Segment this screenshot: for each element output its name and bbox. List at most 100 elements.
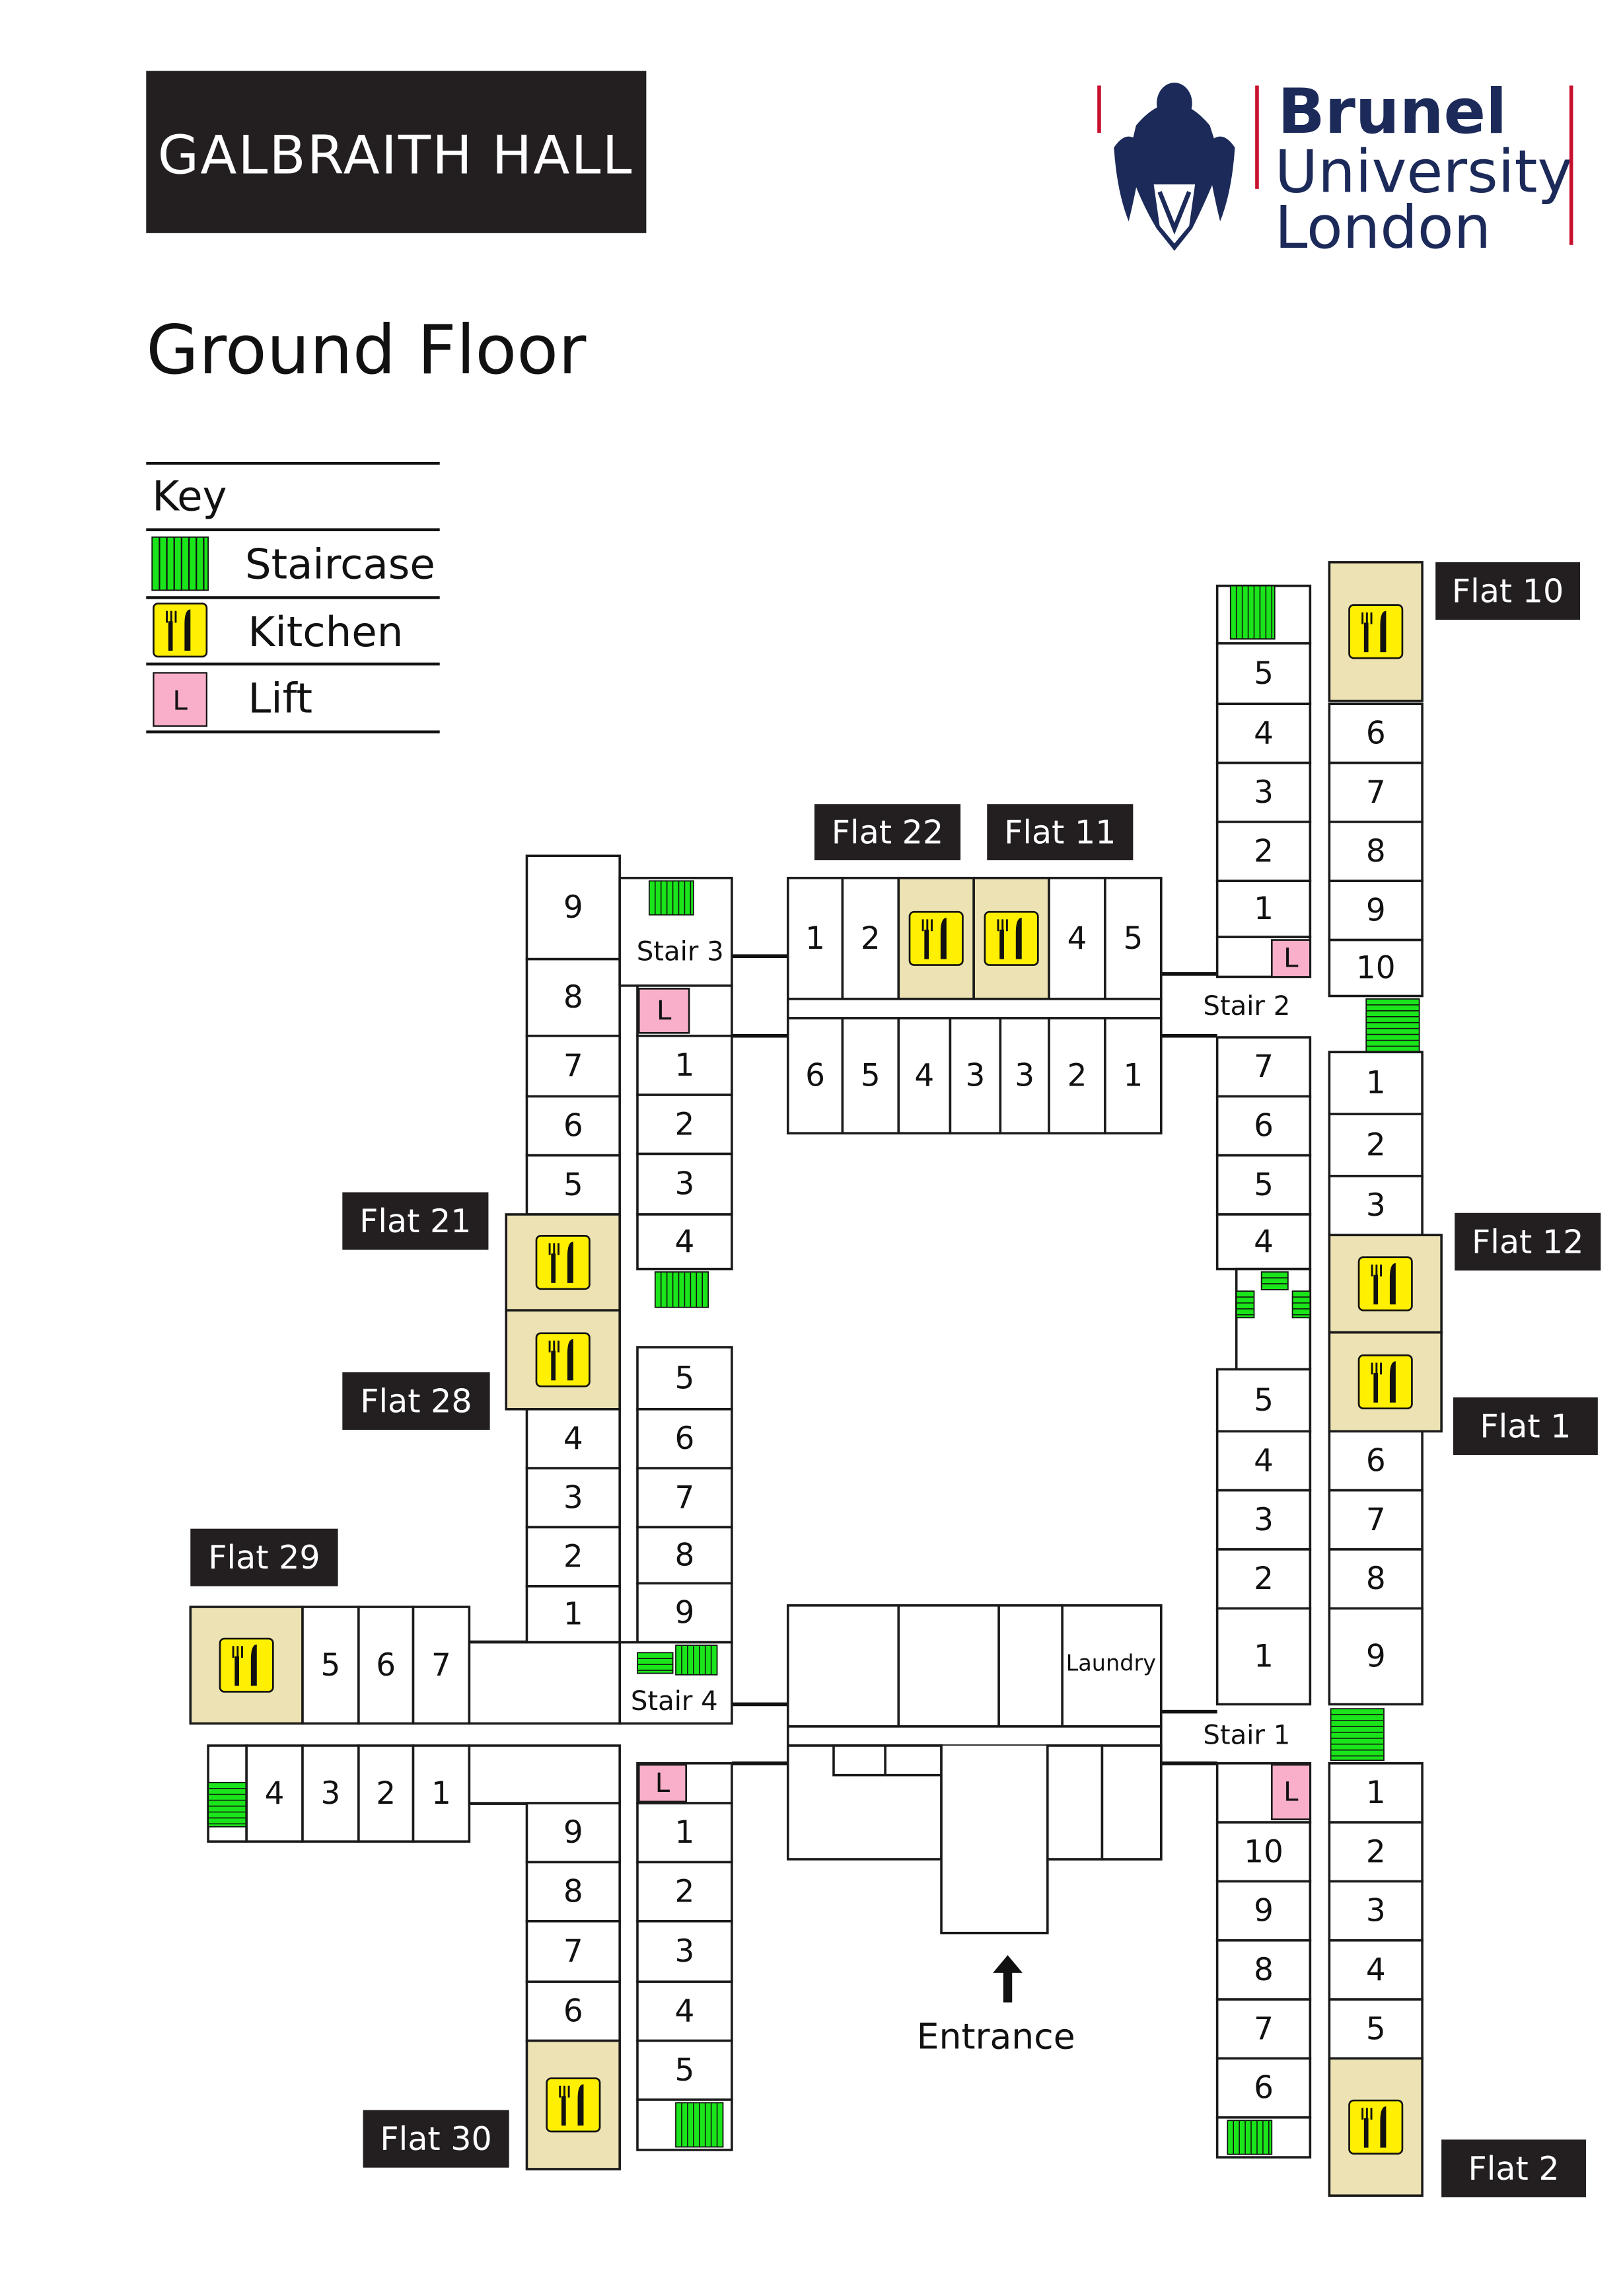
room — [997, 1604, 1064, 1728]
room-number: 1 — [1254, 891, 1274, 927]
room-number: 4 — [1366, 1952, 1386, 1988]
room: 8 — [636, 1526, 733, 1585]
room: 7 — [636, 1467, 733, 1529]
room: 1 — [1328, 1051, 1424, 1115]
room: 5 — [1328, 1998, 1424, 2060]
room-number: 6 — [675, 1421, 695, 1457]
room: 3 — [1328, 1880, 1424, 1942]
lift: L — [1270, 1763, 1311, 1820]
room: 7 — [1215, 1998, 1312, 2060]
room — [897, 1604, 1000, 1728]
room: 3 — [1328, 1175, 1424, 1237]
staircase-icon — [675, 1645, 718, 1676]
room-number: 5 — [1366, 2011, 1386, 2047]
room: 9 — [1328, 879, 1424, 942]
kitchen-flat-30 — [525, 2039, 621, 2170]
room: 2 — [1215, 821, 1312, 883]
room: 7 — [412, 1606, 471, 1725]
building-title: GALBRAITH HALL — [158, 124, 633, 186]
laundry-label: Laundry — [1066, 1650, 1156, 1676]
entrance-arrow-icon — [993, 1955, 1023, 2003]
staircase-icon — [648, 880, 694, 916]
kitchen-flat-10 — [1328, 561, 1424, 702]
room-number: 3 — [675, 1933, 695, 1970]
corridor — [786, 1725, 1163, 1747]
room-number: 3 — [965, 1058, 985, 1094]
room — [884, 1744, 943, 1777]
room: 3 — [1215, 1489, 1312, 1551]
room: 2 — [1048, 1017, 1106, 1134]
room: 1 — [1104, 1017, 1163, 1134]
lift-label: L — [655, 1768, 670, 1798]
kitchen-flat-1 — [1328, 1331, 1443, 1433]
room: 2 — [636, 1861, 733, 1923]
svg-text:Flat 11: Flat 11 — [1004, 813, 1116, 852]
room-number: 6 — [563, 1108, 583, 1144]
lift-label: L — [1283, 1777, 1299, 1807]
room-number: 1 — [563, 1596, 583, 1633]
flat-10-label: Flat 10 — [1435, 562, 1581, 620]
room: 5 — [1104, 877, 1163, 1000]
room: 3 — [636, 1152, 733, 1216]
room-number: 1 — [675, 1047, 695, 1084]
room: 9 — [525, 1802, 621, 1864]
room: 8 — [525, 1861, 621, 1923]
entrance-label: Entrance — [917, 2015, 1075, 2057]
room-number: 5 — [1123, 920, 1143, 957]
room-number: 5 — [675, 2052, 695, 2089]
room-number: 5 — [675, 1360, 695, 1396]
room-number: 2 — [1254, 833, 1274, 870]
kitchen-icon — [1357, 1256, 1413, 1312]
room: 4 — [636, 1980, 733, 2042]
svg-text:Stair 3: Stair 3 — [637, 936, 724, 967]
room: 4 — [897, 1017, 952, 1134]
lift-icon — [153, 672, 207, 727]
kitchen-icon — [546, 2077, 601, 2133]
room-number: 8 — [675, 1537, 695, 1573]
room: 2 — [525, 1526, 621, 1588]
room-number: 3 — [1254, 774, 1274, 811]
svg-text:Flat 30: Flat 30 — [380, 2120, 491, 2158]
room-number: 9 — [563, 1814, 583, 1851]
room-number: 3 — [1015, 1058, 1034, 1094]
room-number: 7 — [1366, 1502, 1386, 1538]
key-title: Key — [152, 472, 227, 521]
laundry: Laundry — [1061, 1604, 1163, 1728]
room-number: 9 — [1366, 892, 1386, 928]
room: 2 — [1215, 1548, 1312, 1610]
room-number: 3 — [321, 1775, 341, 1812]
room: 5 — [1215, 1368, 1312, 1433]
room-number: 9 — [1254, 1893, 1274, 1929]
room: 2 — [841, 877, 900, 1000]
staircase-icon — [151, 537, 209, 591]
staircase-icon — [654, 1271, 709, 1308]
room-number: 6 — [1366, 1442, 1386, 1479]
staircase-icon — [1260, 1271, 1289, 1290]
room-number: 9 — [675, 1594, 695, 1631]
kitchen-icon — [535, 1332, 591, 1388]
room-number: 6 — [1366, 715, 1386, 751]
flat-29-label: Flat 29 — [190, 1528, 338, 1586]
kitchen-flat-2 — [1328, 2057, 1424, 2197]
staircase-icon — [675, 2102, 724, 2148]
kitchen-icon — [153, 603, 208, 658]
room-number: 8 — [563, 1874, 583, 1910]
room: 8 — [1328, 1548, 1424, 1610]
room-number: 8 — [1254, 1952, 1274, 1988]
room-number: 7 — [563, 1048, 583, 1084]
room: 4 — [1215, 1430, 1312, 1492]
svg-text:Flat 12: Flat 12 — [1472, 1222, 1583, 1261]
kitchen-icon — [219, 1637, 274, 1693]
room-number: 2 — [1366, 1833, 1386, 1870]
room: 6 — [1328, 1430, 1424, 1492]
room — [786, 1604, 900, 1728]
room-number: 1 — [1254, 1638, 1274, 1674]
room: 1 — [636, 1034, 733, 1096]
room: 10 — [1328, 938, 1424, 998]
kitchen-icon — [153, 603, 208, 658]
svg-text:Flat 1: Flat 1 — [1480, 1407, 1571, 1445]
room-number: 7 — [1366, 774, 1386, 811]
room-number: 4 — [914, 1058, 934, 1094]
crest-icon — [1114, 83, 1235, 251]
room: 7 — [525, 1034, 621, 1098]
